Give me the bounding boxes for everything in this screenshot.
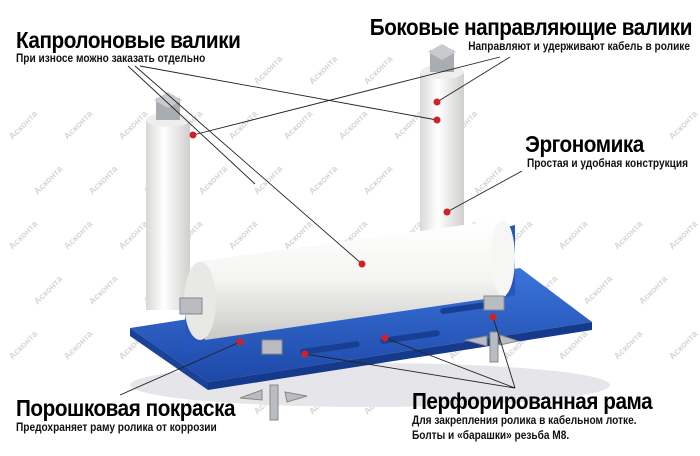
perforated-frame-subtitle-line1: Для закрепления ролика в кабельном лотке… — [412, 415, 637, 427]
leader-lines — [119, 56, 523, 396]
marker-dots — [189, 98, 497, 358]
nylon-rollers-subtitle: При износе можно заказать отдельно — [16, 53, 206, 65]
side-rollers-title: Боковые направляющие валики — [369, 14, 693, 40]
ergonomics-title: Эргономика — [525, 131, 644, 157]
side-rollers-subtitle: Направляют и удерживают кабель в ролике — [468, 41, 690, 53]
perforated-frame-title: Перфорированная рама — [412, 388, 653, 414]
powder-coating-subtitle: Предохраняет раму ролика от коррозии — [16, 422, 217, 434]
left-vertical-roller — [146, 92, 190, 310]
perforated-frame-subtitle-line2: Болты и «барашки» резьба М8. — [412, 430, 570, 442]
nylon-rollers-title: Капролоновые валики — [16, 27, 241, 53]
powder-coating-title: Порошковая покраска — [16, 395, 236, 421]
ergonomics-subtitle: Простая и удобная конструкция — [526, 158, 688, 170]
frame-slots — [300, 301, 490, 355]
bolts — [179, 295, 520, 421]
